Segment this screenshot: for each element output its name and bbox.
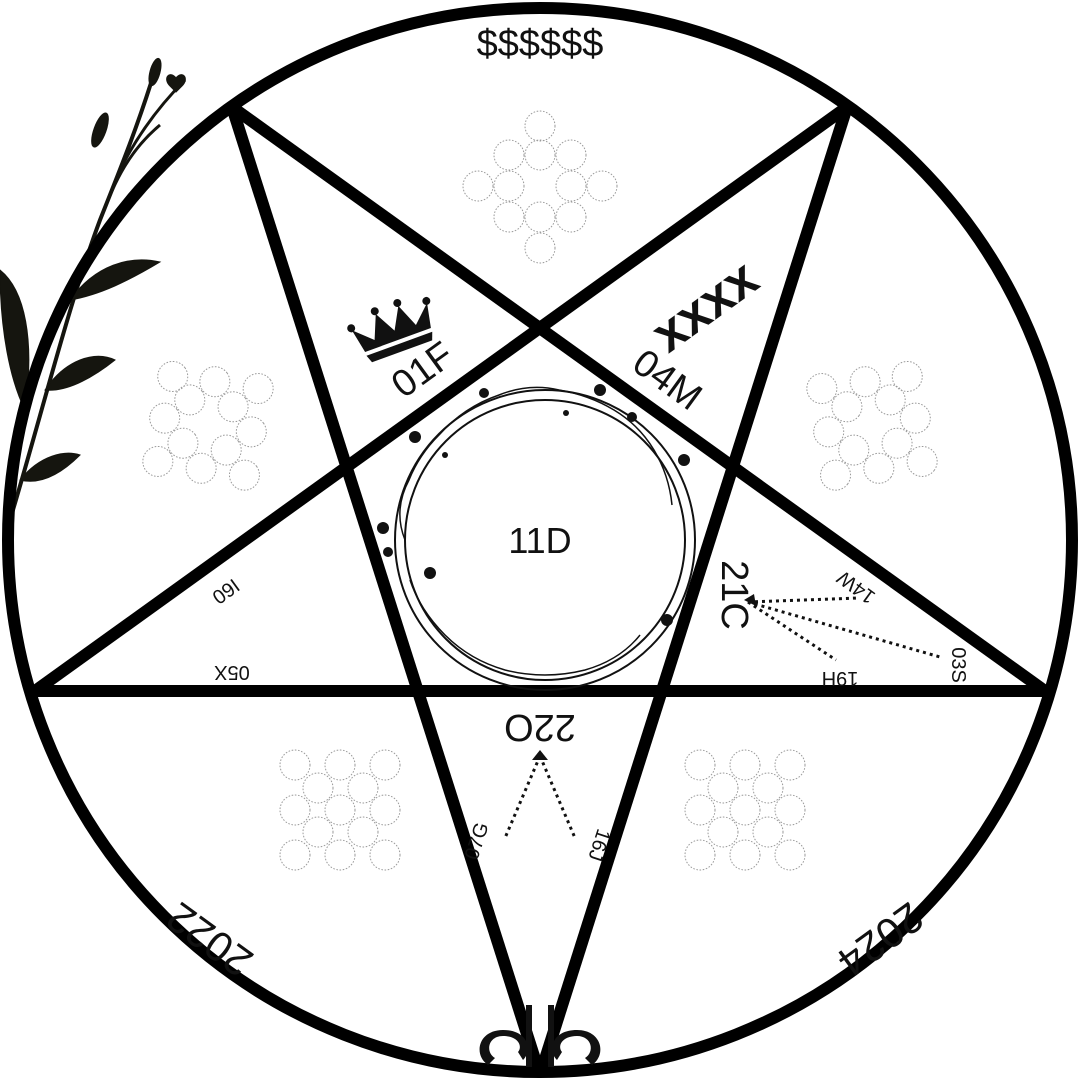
dotted-circle [555, 139, 587, 171]
pointer-tip-bottom [532, 750, 548, 760]
dotted-circle [228, 459, 260, 491]
dotted-circle [555, 201, 587, 233]
dotted-circle [586, 170, 618, 202]
right-base-label-a: 19H [822, 667, 859, 689]
dotted-circle [874, 384, 906, 416]
dotted-circle [729, 794, 761, 826]
dotted-circle [347, 772, 379, 804]
dotted-circle [752, 772, 784, 804]
bottom-inner-label: 22O [504, 706, 576, 748]
cross-marks-label: xxxx [641, 249, 769, 364]
dotted-circle [185, 452, 217, 484]
dotted-circle [167, 427, 199, 459]
dotted-circle [524, 139, 556, 171]
dotted-circle [806, 373, 838, 405]
dotted-circle [524, 232, 556, 264]
dotted-circle [217, 391, 249, 423]
dotted-circle [302, 816, 334, 848]
dotted-circle [729, 839, 761, 871]
dotted-circle [684, 794, 716, 826]
dotted-circle [838, 434, 870, 466]
dotted-circle [302, 772, 334, 804]
dotted-circle [199, 366, 231, 398]
right-base-label-b: 03S [947, 647, 969, 683]
mid-right-label: 21C [713, 560, 755, 630]
dot-cluster-top [462, 110, 618, 264]
dotted-circle [369, 839, 401, 871]
dotted-circle [555, 170, 587, 202]
dotted-circle [881, 427, 913, 459]
center-label: 11D [508, 520, 571, 561]
dotted-circle [210, 434, 242, 466]
dotted-circle [142, 445, 174, 477]
dotted-circle [684, 839, 716, 871]
dotted-circle [899, 402, 931, 434]
dotted-circle [347, 816, 379, 848]
dotted-circle [524, 201, 556, 233]
dotted-circle [752, 816, 784, 848]
leaf-branch-icon [0, 57, 187, 521]
dot-cluster-bottom-left [279, 749, 401, 871]
dotted-circle [820, 459, 852, 491]
dotted-circle [462, 170, 494, 202]
dotted-circle [774, 794, 806, 826]
dotted-circle [242, 373, 274, 405]
pentagram [31, 102, 1049, 1077]
dotted-circle [157, 360, 189, 392]
pointer-tip-right [744, 594, 756, 606]
dotted-circle [707, 772, 739, 804]
dotted-circle [849, 366, 881, 398]
dotted-circle [369, 794, 401, 826]
dotted-circle [324, 839, 356, 871]
pointer-lines [503, 596, 941, 839]
dotted-circle [729, 749, 761, 781]
dotted-circle [707, 816, 739, 848]
crown-icon [347, 296, 433, 363]
left-base-label: 05X [214, 661, 250, 683]
dotted-circle [174, 384, 206, 416]
dotted-circle [493, 139, 525, 171]
dotted-circle [279, 749, 311, 781]
dotted-circle [279, 839, 311, 871]
dot-cluster-left [142, 360, 274, 491]
dotted-circle [774, 839, 806, 871]
dotted-circle [324, 794, 356, 826]
dotted-circle [493, 201, 525, 233]
top-label: $$$$$$ [477, 23, 604, 65]
dotted-circle [369, 749, 401, 781]
dotted-circle [831, 391, 863, 423]
dotted-circle [279, 794, 311, 826]
left-small-label: I60 [208, 574, 243, 608]
dotted-circle [813, 416, 845, 448]
dotted-circle [235, 416, 267, 448]
dotted-circle [891, 360, 923, 392]
dotted-circle [524, 110, 556, 142]
dotted-circle [324, 749, 356, 781]
monogram-logo-icon [479, 1005, 601, 1067]
dotted-circle [774, 749, 806, 781]
year-left-label: 2022 [158, 893, 261, 986]
dotted-circle [863, 452, 895, 484]
dot-cluster-right [806, 360, 938, 491]
dot-cluster-bottom-right [684, 749, 806, 871]
dot-clusters [142, 110, 938, 871]
dotted-circle [684, 749, 716, 781]
floral-wreath-icon [377, 384, 696, 691]
dotted-circle [906, 445, 938, 477]
dotted-circle [149, 402, 181, 434]
dotted-circle [493, 170, 525, 202]
